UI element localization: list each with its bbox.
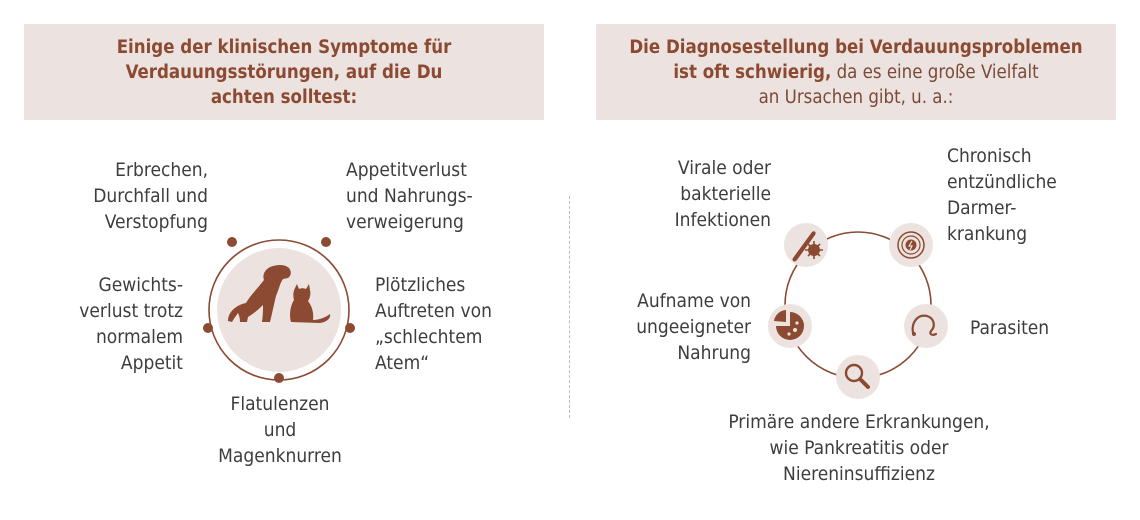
cause-parasites: Parasiten (970, 315, 1049, 341)
ring-dot (203, 323, 213, 333)
label-line: Erbrechen, (115, 159, 208, 181)
label-line: Appetit (120, 352, 183, 374)
label-line: normalem (95, 326, 183, 348)
label-line: Infektionen (674, 209, 771, 231)
right-title-line-2: ist oft schwierig, da es eine große Viel… (596, 60, 1116, 85)
cause-icon-discs (768, 223, 948, 399)
label-line: Gewichts- (98, 274, 183, 296)
parasite-disc (904, 304, 948, 348)
label-line: Nahrung (677, 342, 751, 364)
virus-bacteria-icon (792, 231, 823, 262)
label-line: und Nahrungs- (346, 185, 473, 207)
label-line: bakterielle (680, 183, 771, 205)
left-center-disc (217, 248, 341, 372)
label-line: Flatulenzen (230, 393, 330, 415)
label-line: Virale oder (677, 157, 771, 179)
symptom-bad-breath: Plötzliches Auftreten von „schlechtem At… (375, 272, 492, 376)
ring-dot (321, 237, 331, 247)
left-panel-title: Einige der klinischen Symptome für Verda… (24, 24, 544, 120)
label-line: Auftreten von (375, 300, 492, 322)
symptom-weight-loss: Gewichts- verlust trotz normalem Appetit (79, 272, 183, 376)
right-title-line-2-bold: ist oft schwierig, (673, 62, 832, 83)
left-title-line-3: achten solltest: (210, 87, 358, 108)
dog-and-cat-icon (228, 264, 331, 323)
label-line: Appetitverlust (346, 159, 467, 181)
label-line: Niereninsuffizienz (783, 463, 935, 485)
right-title-line-1: Die Diagnosestellung bei Verdauungsprobl… (629, 37, 1083, 58)
label-line: Verstopfung (104, 211, 208, 233)
symptom-appetite-loss: Appetitverlust und Nahrungs- verweigerun… (346, 157, 473, 235)
label-line: Magenknurren (218, 445, 342, 467)
right-title-line-2-rest: da es eine große Vielfalt (831, 62, 1039, 83)
label-line: verlust trotz (79, 300, 183, 322)
right-panel-title: Die Diagnosestellung bei Verdauungsprobl… (596, 24, 1116, 120)
cause-primary-diseases: Primäre andere Erkrankungen, wie Pankrea… (680, 409, 1038, 487)
label-line: Aufname von (637, 290, 751, 312)
food-pie-icon (774, 310, 804, 340)
right-title-line-3: an Ursachen gibt, u. a.: (758, 87, 954, 108)
label-line: Parasiten (970, 317, 1050, 339)
left-title-line-2: Verdauungsstörungen, auf die Du (125, 62, 443, 83)
label-line: Durchfall und (93, 185, 208, 207)
ring-dot (274, 373, 284, 383)
ring-dot (227, 237, 237, 247)
panel-divider (569, 196, 570, 418)
cause-infections: Virale oder bakterielle Infektionen (675, 155, 771, 233)
label-line: Plötzliches (375, 274, 466, 296)
label-line: „schlechtem (375, 326, 483, 348)
magnifier-disc (836, 355, 880, 399)
ring-dots (203, 237, 355, 383)
label-line: wie Pankreatitis oder (769, 437, 949, 459)
label-line: und (263, 419, 297, 441)
label-line: Chronisch (947, 145, 1032, 167)
symptom-flatulence: Flatulenzen und Magenknurren (190, 391, 370, 469)
ring-dot (345, 323, 355, 333)
label-line: Darmer- (947, 197, 1017, 219)
label-line: krankung (947, 223, 1028, 245)
symptom-vomiting-diarrhea: Erbrechen, Durchfall und Verstopfung (93, 157, 208, 235)
inflamed-intestine-icon (897, 231, 925, 259)
label-line: entzündliche (947, 171, 1057, 193)
cause-chronic-ibd: Chronisch entzündliche Darmer- krankung (947, 143, 1057, 247)
cause-unsuitable-food: Aufname von ungeeigneter Nahrung (636, 288, 751, 366)
parasite-worm-icon (911, 314, 938, 336)
magnifier-icon (844, 363, 870, 389)
label-line: Atem“ (375, 352, 430, 374)
label-line: ungeeigneter (636, 316, 751, 338)
left-title-line-1: Einige der klinischen Symptome für (116, 37, 452, 58)
label-line: Primäre andere Erkrankungen, (728, 411, 990, 433)
label-line: verweigerung (346, 211, 464, 233)
